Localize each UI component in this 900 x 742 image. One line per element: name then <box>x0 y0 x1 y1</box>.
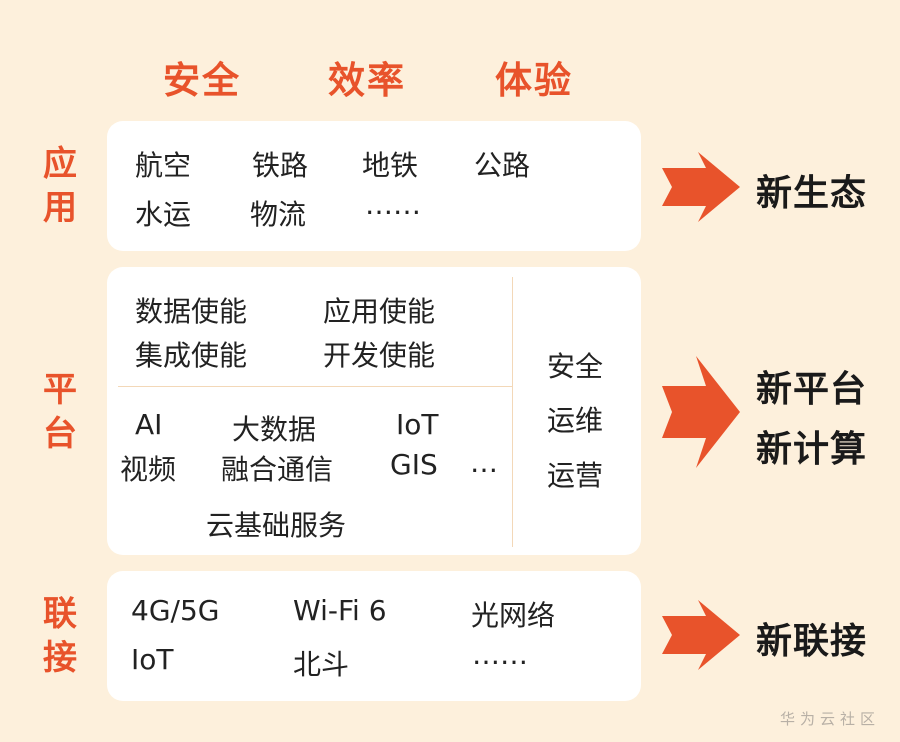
platform-tech-item: … <box>470 446 498 479</box>
app-item: 铁路 <box>252 149 309 182</box>
platform-tech-item: AI <box>135 408 163 441</box>
header-security: 安全 <box>163 59 241 102</box>
app-item: …… <box>365 188 421 221</box>
platform-divider-vertical <box>512 277 513 547</box>
result-new-platform: 新平台 <box>756 369 868 410</box>
arrow-right-icon <box>662 600 740 670</box>
layer-label-connectivity: 联接 <box>43 594 77 678</box>
layer-label-platform: 平台 <box>43 370 77 454</box>
watermark: 华为云社区 <box>780 710 881 728</box>
connectivity-card <box>107 571 641 701</box>
platform-tech-item: IoT <box>396 408 439 441</box>
platform-tech-item: 融合通信 <box>221 453 334 486</box>
app-item: 航空 <box>135 149 192 182</box>
platform-side-item: 运营 <box>547 459 604 492</box>
connect-item: 光网络 <box>471 599 556 632</box>
connect-item: IoT <box>131 643 174 676</box>
header-efficiency: 效率 <box>328 59 406 102</box>
connect-item: 北斗 <box>293 648 350 681</box>
platform-tech-item: 大数据 <box>232 413 317 446</box>
platform-enable-item: 数据使能 <box>135 295 248 328</box>
layer-label-application: 应用 <box>43 144 77 228</box>
platform-tech-item: 视频 <box>120 453 177 486</box>
platform-enable-item: 开发使能 <box>323 339 436 372</box>
platform-card <box>107 267 641 555</box>
result-new-connectivity: 新联接 <box>756 621 868 662</box>
header-experience: 体验 <box>495 59 573 102</box>
app-item: 水运 <box>135 198 192 231</box>
connect-item: Wi-Fi 6 <box>293 594 387 627</box>
app-item: 地铁 <box>362 149 419 182</box>
arrow-right-icon <box>662 152 740 222</box>
result-new-computing: 新计算 <box>756 429 868 470</box>
arrow-right-icon <box>662 356 740 468</box>
platform-enable-item: 集成使能 <box>135 339 248 372</box>
platform-side-item: 安全 <box>547 350 604 383</box>
app-item: 物流 <box>250 198 307 231</box>
platform-enable-item: 应用使能 <box>323 295 436 328</box>
platform-side-item: 运维 <box>547 404 604 437</box>
platform-tech-item: GIS <box>390 448 438 481</box>
connect-item: 4G/5G <box>131 594 220 627</box>
platform-divider-horizontal <box>118 386 512 387</box>
platform-cloud-foundation: 云基础服务 <box>206 509 347 542</box>
application-card <box>107 121 641 251</box>
app-item: 公路 <box>474 149 531 182</box>
result-new-ecosystem: 新生态 <box>756 173 868 214</box>
connect-item: …… <box>472 638 528 671</box>
